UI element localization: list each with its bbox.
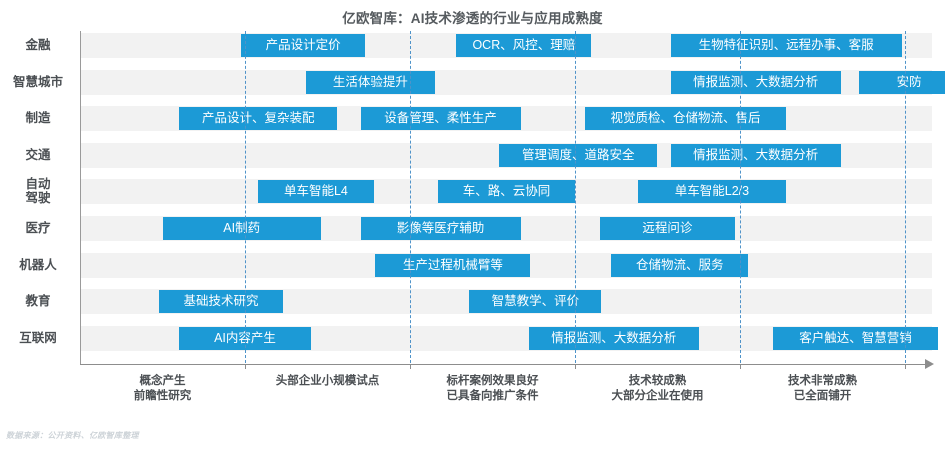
- maturity-bar[interactable]: 情报监测、大数据分析: [670, 70, 841, 94]
- maturity-bar[interactable]: 生活体验提升: [306, 70, 435, 94]
- maturity-bar[interactable]: 基础技术研究: [159, 290, 283, 314]
- maturity-bar[interactable]: 远程问诊: [599, 217, 736, 240]
- maturity-bar[interactable]: AI制药: [162, 217, 321, 240]
- maturity-bar[interactable]: 仓储物流、服务: [611, 253, 749, 277]
- y-axis-category-label: 互联网: [19, 330, 57, 345]
- maturity-bar[interactable]: 产品设计定价: [240, 34, 366, 57]
- stage-caption: 头部企业小规模试点: [275, 375, 380, 387]
- maturity-bar[interactable]: 情报监测、大数据分析: [528, 326, 699, 350]
- y-axis-category-label: 机器人: [19, 257, 57, 272]
- maturity-bar[interactable]: 产品设计、复杂装配: [179, 107, 338, 131]
- stage-divider-line: [245, 31, 246, 363]
- stage-caption: 标杆案例效果良好 已具备向推广条件: [446, 375, 539, 402]
- maturity-bar[interactable]: 客户触达、智慧营销: [773, 326, 938, 350]
- x-axis-tick: [245, 364, 246, 369]
- stage-caption: 技术非常成熟 已全面铺开: [788, 375, 857, 402]
- y-axis-category-label: 制造: [25, 111, 51, 126]
- x-axis-tick: [740, 364, 741, 369]
- source-note: 数据来源：公开资料、亿欧智库整理: [6, 431, 139, 440]
- stage-caption: 概念产生 前瞻性研究: [133, 375, 192, 402]
- maturity-bar[interactable]: 管理调度、道路安全: [499, 143, 658, 167]
- stage-divider-line: [740, 31, 741, 363]
- maturity-bar[interactable]: 生物特征识别、远程办事、客服: [670, 34, 902, 57]
- maturity-bar[interactable]: 设备管理、柔性生产: [360, 107, 521, 131]
- stage-caption: 技术较成熟 大部分企业在使用: [611, 375, 704, 402]
- stage-divider-line: [410, 31, 411, 363]
- x-axis-tick: [410, 364, 411, 369]
- maturity-bar[interactable]: 视觉质检、仓储物流、售后: [584, 107, 787, 131]
- x-axis-arrow-icon: [925, 359, 934, 369]
- maturity-bar[interactable]: OCR、风控、理赔: [456, 34, 592, 57]
- maturity-bar[interactable]: 情报监测、大数据分析: [670, 143, 841, 167]
- y-axis-category-label: 教育: [25, 294, 51, 309]
- stage-divider-line: [575, 31, 576, 363]
- maturity-bar[interactable]: 车、路、云协同: [438, 180, 575, 204]
- stage-divider-line: [905, 31, 906, 363]
- y-axis-line: [80, 31, 81, 364]
- y-axis-category-label: 智慧城市: [12, 74, 63, 89]
- y-axis-category-label: 金融: [25, 38, 51, 52]
- x-axis-tick: [575, 364, 576, 369]
- maturity-bar[interactable]: 生产过程机械臂等: [375, 253, 531, 277]
- x-axis-tick: [905, 364, 906, 369]
- maturity-bar[interactable]: 单车智能L2/3: [637, 180, 787, 204]
- y-axis-category-label: 交通: [25, 147, 51, 162]
- y-axis-category-label: 医疗: [25, 221, 51, 235]
- maturity-bar[interactable]: 影像等医疗辅助: [360, 217, 521, 240]
- maturity-bar[interactable]: 安防: [858, 70, 945, 94]
- page-title: 亿欧智库：AI技术渗透的行业与应用成熟度: [342, 11, 603, 26]
- x-axis-line: [80, 364, 926, 365]
- maturity-bar[interactable]: 智慧教学、评价: [469, 290, 602, 314]
- maturity-bar[interactable]: 单车智能L4: [258, 180, 374, 204]
- y-axis-category-label: 自动驾驶: [25, 177, 51, 206]
